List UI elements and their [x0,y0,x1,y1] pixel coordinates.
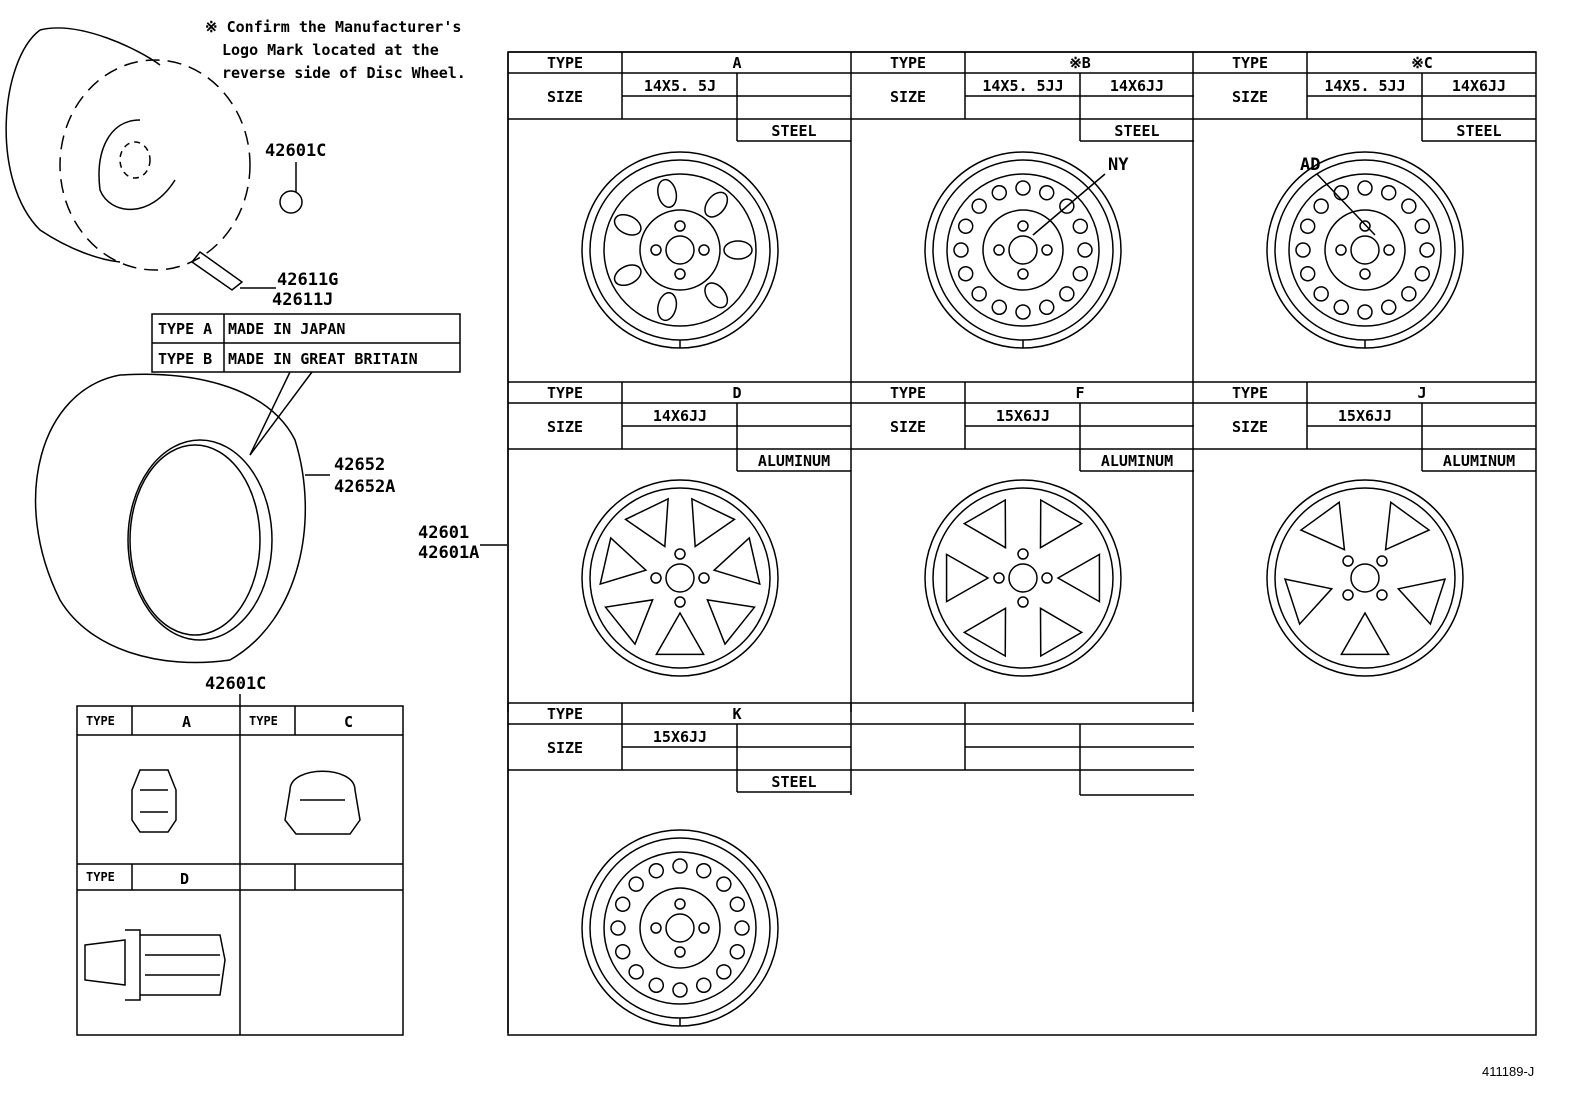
table-border [507,51,1537,1036]
size-label: SIZE [547,88,583,106]
size-value: 15X6JJ [653,728,707,746]
valve-part: 42611G 42611J [190,250,338,310]
wheel-steel-slots-icon [581,151,779,349]
origin-type: TYPE B [158,350,212,368]
manufacturer-note: ※ Confirm the Manufacturer's Logo Mark l… [205,18,466,82]
wheel-callout: 42601 42601A [418,523,507,563]
wheel-steel-holes-icon [924,151,1122,349]
type-value: ※C [1411,54,1433,72]
wheel-cell-A: TYPE SIZE A 14X5. 5J STEEL [507,51,851,382]
size-label: SIZE [1232,88,1268,106]
origin-table: TYPE A MADE IN JAPAN TYPE B MADE IN GREA… [151,313,461,456]
wheel-cell-K: TYPE SIZE K 15X6JJ STEEL [507,702,851,1033]
note-line: Logo Mark located at the [222,41,439,59]
material-label: STEEL [771,773,816,791]
size-value: 14X6JJ [1452,77,1506,95]
wheel-cell-J: TYPE SIZE J 15X6JJ ALUMINUM [1192,381,1536,712]
type-value: K [732,705,741,723]
part-number-label: 42652A [334,477,395,497]
wheel-steel-holes-icon [1266,151,1464,349]
part-number-label: 42601A [418,543,479,563]
material-label: ALUMINUM [1101,452,1173,470]
wheel-alu-6-icon [924,479,1122,677]
wheel-cell-F: TYPE SIZE F 15X6JJ ALUMINUM [850,381,1194,712]
type-value: D [180,870,189,888]
type-value: C [344,713,353,731]
type-label: TYPE [249,714,278,728]
size-value: 15X6JJ [1338,407,1392,425]
material-label: STEEL [1114,122,1159,140]
wheel-cell-C: TYPE SIZE ※C 14X5. 5JJ 14X6JJ STEEL AD [1192,51,1536,382]
type-value: A [732,54,741,72]
tire-sketch: 42652 42652A [34,373,395,664]
wheel-cell-D: TYPE SIZE D 14X6JJ ALUMINUM [507,381,851,712]
material-label: STEEL [1456,122,1501,140]
cap-part: 42601C [265,141,326,214]
type-label: TYPE [547,705,583,723]
type-label: TYPE [547,54,583,72]
size-value: 14X6JJ [653,407,707,425]
size-label: SIZE [547,739,583,757]
part-number-label: 42601C [205,674,266,694]
size-label: SIZE [547,418,583,436]
size-value: 15X6JJ [996,407,1050,425]
origin-text: MADE IN JAPAN [228,320,345,338]
part-number-label: 42601 [418,523,469,543]
type-label: TYPE [86,714,115,728]
part-number-label: 42601C [265,141,326,161]
wheel-sketch [5,27,251,271]
type-value: F [1075,384,1084,402]
nut-table: 42601C TYPE A TYPE C TYPE D [76,674,404,1036]
type-label: TYPE [547,384,583,402]
size-value: 14X6JJ [1110,77,1164,95]
type-label: TYPE [1232,54,1268,72]
wheel-alu-5-icon [1266,479,1464,677]
type-label: TYPE [86,870,115,884]
wheel-alu-7-icon [581,479,779,677]
part-number-label: 42611G [277,270,338,290]
wheel-cell-B: TYPE SIZE ※B 14X5. 5JJ 14X6JJ STEEL NY [850,51,1194,382]
note-line: reverse side of Disc Wheel. [222,64,466,82]
nut-a-icon [131,769,177,833]
size-value: 14X5. 5JJ [982,77,1063,95]
origin-type: TYPE A [158,320,212,338]
material-label: STEEL [771,122,816,140]
figure-id: 411189-J [1482,1064,1534,1079]
size-label: SIZE [890,88,926,106]
part-number-label: 42652 [334,455,385,475]
nut-c-icon [284,770,361,835]
type-value: ※B [1069,54,1091,72]
type-value: J [1417,384,1426,402]
wheel-steel-holes-icon [581,829,779,1027]
part-number-label: 42611J [272,290,333,310]
size-label: SIZE [890,418,926,436]
type-label: TYPE [890,54,926,72]
origin-text: MADE IN GREAT BRITAIN [228,350,418,368]
callout-label: AD [1300,155,1320,175]
type-label: TYPE [890,384,926,402]
wheel-type-table: TYPE SIZE A 14X5. 5J STEEL TYPE SIZE ※B 14X5. 5J… [507,51,1537,1036]
material-label: ALUMINUM [758,452,830,470]
size-value: 14X5. 5J [644,77,716,95]
size-label: SIZE [1232,418,1268,436]
type-label: TYPE [1232,384,1268,402]
note-line: ※ Confirm the Manufacturer's [205,18,461,36]
wheel-cell-blank [850,702,1194,796]
type-value: A [182,713,191,731]
material-label: ALUMINUM [1443,452,1515,470]
callout-label: NY [1108,155,1129,175]
size-value: 14X5. 5JJ [1324,77,1405,95]
nut-d-icon [84,929,226,1001]
type-value: D [732,384,741,402]
